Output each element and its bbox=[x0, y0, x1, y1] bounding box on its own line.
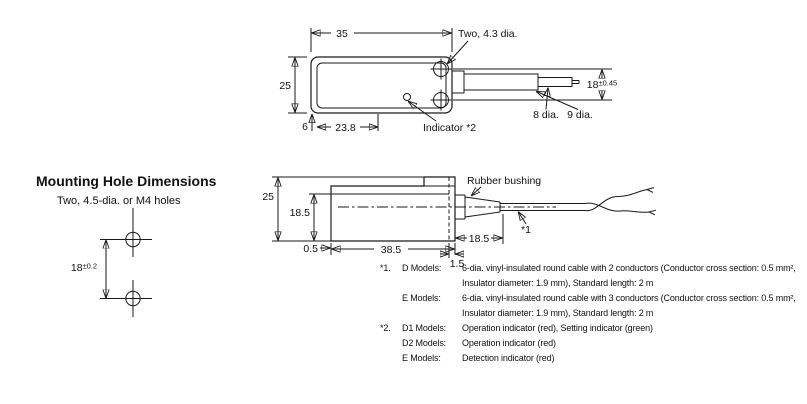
cable-note-leader bbox=[519, 212, 527, 225]
dia-9-label: 9 dia. bbox=[567, 109, 593, 121]
note-model bbox=[402, 306, 462, 321]
dim-23-8-label: 23.8 bbox=[335, 122, 356, 134]
note-ref: *1. bbox=[380, 263, 391, 273]
dim-185h-label: 18.5 bbox=[469, 233, 490, 245]
note-line: E Models: 6-dia. vinyl-insulated round ca… bbox=[380, 291, 806, 306]
note-line: D2 Models: Operation indicator (red) bbox=[380, 336, 806, 351]
dim-05-label: 0.5 bbox=[303, 243, 318, 255]
dim-25-side: 25 bbox=[262, 176, 424, 242]
dim-23-8: 23.8 bbox=[318, 114, 379, 134]
dim-185-vertical: 18.5 bbox=[290, 193, 331, 240]
notes-block: *1. D Models: 6-dia. vinyl-insulated round… bbox=[380, 261, 806, 366]
side-body-outline bbox=[330, 176, 456, 242]
note-model bbox=[402, 276, 462, 291]
top-view-drawing: 35 Two, 4.3 dia. 25 6 23.8 Indicator *2 bbox=[279, 28, 617, 134]
cable-shape bbox=[500, 187, 657, 216]
note-text: 6-dia. vinyl-insulated round cable with … bbox=[462, 293, 796, 303]
dim-6: 6 bbox=[302, 115, 312, 133]
rubber-bushing-leader bbox=[472, 186, 482, 196]
holes-callout-leader bbox=[448, 40, 469, 64]
note-ref bbox=[380, 276, 402, 291]
dim-25-top-label: 25 bbox=[279, 80, 291, 92]
note-text: 6-dia. vinyl-insulated round cable with … bbox=[462, 263, 796, 273]
note-line: Insulator diameter: 1.9 mm), Standard le… bbox=[380, 276, 806, 291]
dim-25-side-label: 25 bbox=[262, 191, 274, 203]
note-model: D1 Models: bbox=[402, 323, 447, 333]
note-line: *2. D1 Models: Operation indicator (red), … bbox=[380, 321, 806, 336]
note-ref bbox=[380, 306, 402, 321]
mounting-hole-circle-bottom bbox=[100, 280, 152, 317]
sensor-body-inner bbox=[316, 62, 447, 109]
side-view-drawing: Rubber bushing *1 25 18.5 0.5 38 bbox=[262, 175, 657, 270]
note-model: E Models: bbox=[402, 353, 441, 363]
connector-barrel bbox=[451, 70, 580, 94]
dim-385-label: 38.5 bbox=[381, 244, 402, 256]
dim-25-top: 25 bbox=[279, 56, 307, 114]
dim-6-label: 6 bbox=[302, 121, 308, 133]
dim-185-horizontal: 18.5 bbox=[456, 214, 504, 245]
note-ref bbox=[380, 291, 402, 306]
note-model: D Models: bbox=[402, 263, 442, 273]
mounting-subtitle: Two, 4.5-dia. or M4 holes bbox=[57, 195, 181, 207]
dia-callouts: 8 dia. 9 dia. bbox=[533, 88, 593, 121]
dim-18-02: 18±0.2 bbox=[71, 240, 106, 297]
dim-35: 35 bbox=[310, 28, 453, 52]
mounting-hole-drawing: Mounting Hole Dimensions Two, 4.5-dia. o… bbox=[36, 173, 217, 317]
holes-callout-label: Two, 4.3 dia. bbox=[458, 28, 518, 40]
note-line: E Models: Detection indicator (red) bbox=[380, 351, 806, 366]
indicator-led bbox=[403, 93, 411, 101]
indicator-callout-leader bbox=[409, 102, 437, 122]
dim-05: 0.5 bbox=[303, 243, 330, 255]
note-ref: *2. bbox=[380, 323, 391, 333]
note-ref bbox=[380, 351, 402, 366]
dia-8-label: 8 dia. bbox=[533, 109, 559, 121]
note-model: D2 Models: bbox=[402, 338, 447, 348]
cable-note-ref-label: *1 bbox=[521, 224, 531, 236]
rubber-bushing-label: Rubber bushing bbox=[467, 175, 541, 187]
dim-18-02-label: 18±0.2 bbox=[71, 262, 97, 275]
note-model: E Models: bbox=[402, 293, 441, 303]
mounting-hole-bottom bbox=[430, 89, 452, 111]
dim-385: 38.5 bbox=[330, 243, 456, 256]
mounting-hole-top bbox=[430, 58, 452, 80]
note-text: Operation indicator (red), Setting indic… bbox=[462, 323, 653, 333]
note-ref bbox=[380, 336, 402, 351]
mounting-hole-circle-top bbox=[100, 208, 152, 257]
mounting-title: Mounting Hole Dimensions bbox=[36, 173, 217, 189]
dim-15: 1.5 bbox=[440, 243, 464, 270]
note-text: Detection indicator (red) bbox=[462, 353, 555, 363]
note-line: *1. D Models: 6-dia. vinyl-insulated round… bbox=[380, 261, 806, 276]
note-text: Operation indicator (red) bbox=[462, 338, 556, 348]
dim-18-045: 18±0.45 bbox=[453, 68, 617, 101]
note-line: Insulator diameter: 1.9 mm), Standard le… bbox=[380, 306, 806, 321]
dim-15-label: 1.5 bbox=[450, 258, 465, 270]
sensor-body-outline bbox=[310, 56, 453, 114]
indicator-callout-label: Indicator *2 bbox=[423, 122, 476, 134]
dim-35-label: 35 bbox=[336, 28, 348, 40]
dim-185v-label: 18.5 bbox=[290, 207, 311, 219]
note-text: Insulator diameter: 1.9 mm), Standard le… bbox=[462, 308, 654, 318]
note-text: Insulator diameter: 1.9 mm), Standard le… bbox=[462, 278, 654, 288]
dim-18-045-label: 18±0.45 bbox=[587, 79, 617, 92]
